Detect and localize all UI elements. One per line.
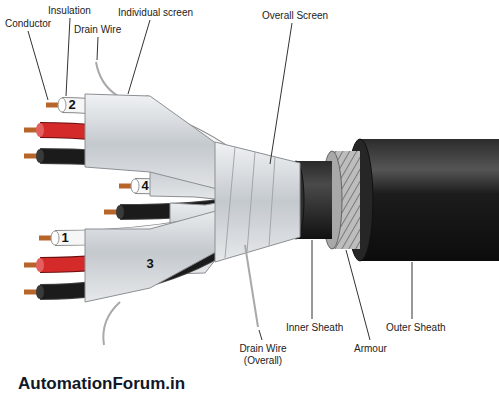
- core-end: [36, 149, 44, 163]
- core-end: [131, 179, 139, 193]
- callout-number: 3: [144, 257, 156, 271]
- core-end: [36, 258, 44, 272]
- callout-number: 4: [139, 179, 151, 193]
- overall-screen: [215, 142, 300, 262]
- watermark: AutomationForum.in: [18, 374, 185, 394]
- leader-line: [312, 240, 313, 319]
- drain-wire: [96, 62, 118, 96]
- drain-wire: [103, 302, 120, 345]
- leader-line: [259, 330, 262, 340]
- part-label: Conductor: [5, 18, 51, 30]
- core-end: [116, 205, 124, 219]
- leader-line: [28, 31, 48, 100]
- core-end: [58, 98, 66, 112]
- core-end: [51, 231, 59, 245]
- part-label: Individual screen: [118, 7, 193, 19]
- leader-line: [97, 37, 98, 60]
- core-end: [36, 285, 44, 299]
- part-label: Drain Wire (Overall): [236, 343, 290, 367]
- core-end: [36, 123, 44, 137]
- foil-tape: [225, 147, 275, 258]
- outer-sheath: [360, 139, 499, 261]
- part-label: Drain Wire: [74, 24, 121, 36]
- part-label: Inner Sheath: [286, 322, 343, 334]
- callout-number: 1: [59, 231, 71, 245]
- overall-drain-wire: [245, 245, 258, 327]
- part-label: Overall Screen: [262, 10, 328, 22]
- leader-line: [128, 20, 150, 94]
- part-label: Armour: [354, 343, 387, 355]
- leader-lines: [28, 18, 412, 340]
- callout-number: 2: [66, 98, 78, 112]
- leader-line: [346, 250, 370, 340]
- part-label: Outer Sheath: [386, 322, 445, 334]
- part-label: Insulation: [48, 5, 91, 17]
- leader-line: [412, 262, 413, 319]
- leader-line: [66, 18, 70, 96]
- leader-line: [270, 23, 292, 164]
